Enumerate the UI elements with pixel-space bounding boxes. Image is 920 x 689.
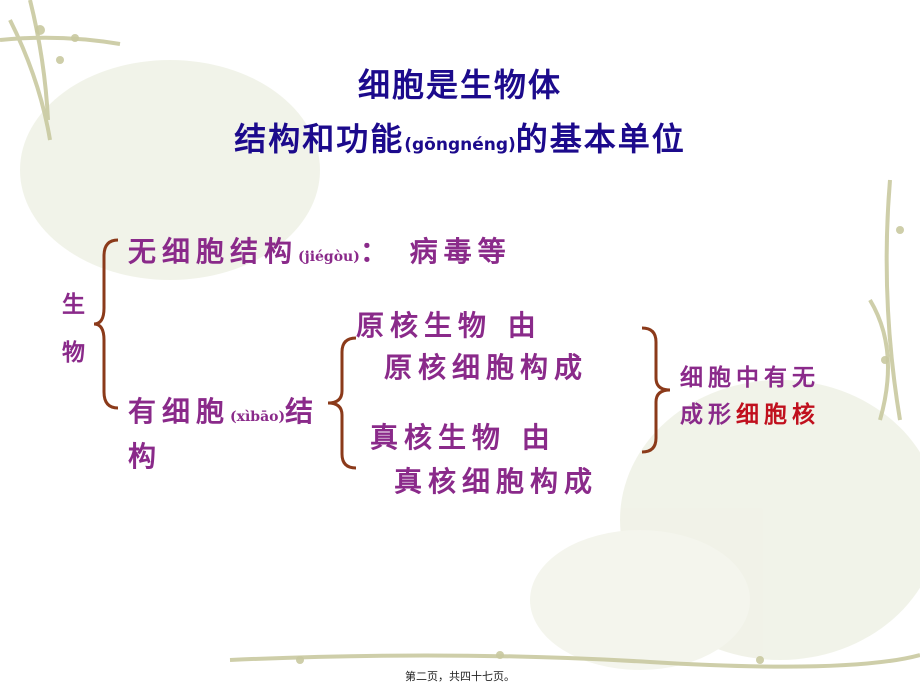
page-footer: 第二页，共四十七页。 [405, 670, 515, 683]
prokaryote-line1: 原核生物 由 [356, 309, 542, 342]
cellular-text: 有细胞 [128, 395, 231, 428]
title-line2-pinyin: (gōngnéng) [404, 135, 516, 155]
conclusion-line1: 细胞中有无 [680, 364, 820, 391]
cellular-pinyin: (xìbāo) [230, 409, 286, 425]
slide-title-line1: 细胞是生物体 [0, 60, 920, 106]
eukaryote-line2: 真核细胞构成 [394, 465, 599, 498]
slide-title-line2: 结构和功能(gōngnéng)的基本单位 [0, 114, 920, 160]
acellular-text: 无细胞结构 [128, 235, 299, 268]
acellular-tail: ： 病毒等 [359, 235, 512, 268]
organism-label-char1: 生 [62, 291, 90, 318]
cellular-row: 有细胞(xìbāo)结 [128, 390, 319, 430]
eukaryote-line1: 真核生物 由 [370, 421, 556, 454]
cell-type-brace [327, 336, 357, 470]
conclusion-highlight: 细胞核 [736, 401, 820, 428]
acellular-pinyin: (jiégòu) [298, 249, 360, 265]
title-line2-main: 结构和功能 [234, 120, 405, 158]
organism-brace [93, 238, 119, 410]
cellular-tail2: 构 [128, 440, 163, 473]
title-line2-tail: 的基本单位 [515, 120, 686, 158]
organism-label-char2: 物 [62, 339, 90, 366]
conclusion-line2: 成形细胞核 [680, 395, 820, 429]
acellular-row: 无细胞结构(jiégòu)： 病毒等 [128, 230, 512, 270]
title-line1-text: 细胞是生物体 [357, 66, 562, 104]
prokaryote-line2: 原核细胞构成 [384, 351, 589, 384]
cellular-tail1: 结 [285, 395, 320, 428]
conclusion-brace [641, 326, 671, 454]
conclusion-plain: 成形 [680, 401, 736, 428]
